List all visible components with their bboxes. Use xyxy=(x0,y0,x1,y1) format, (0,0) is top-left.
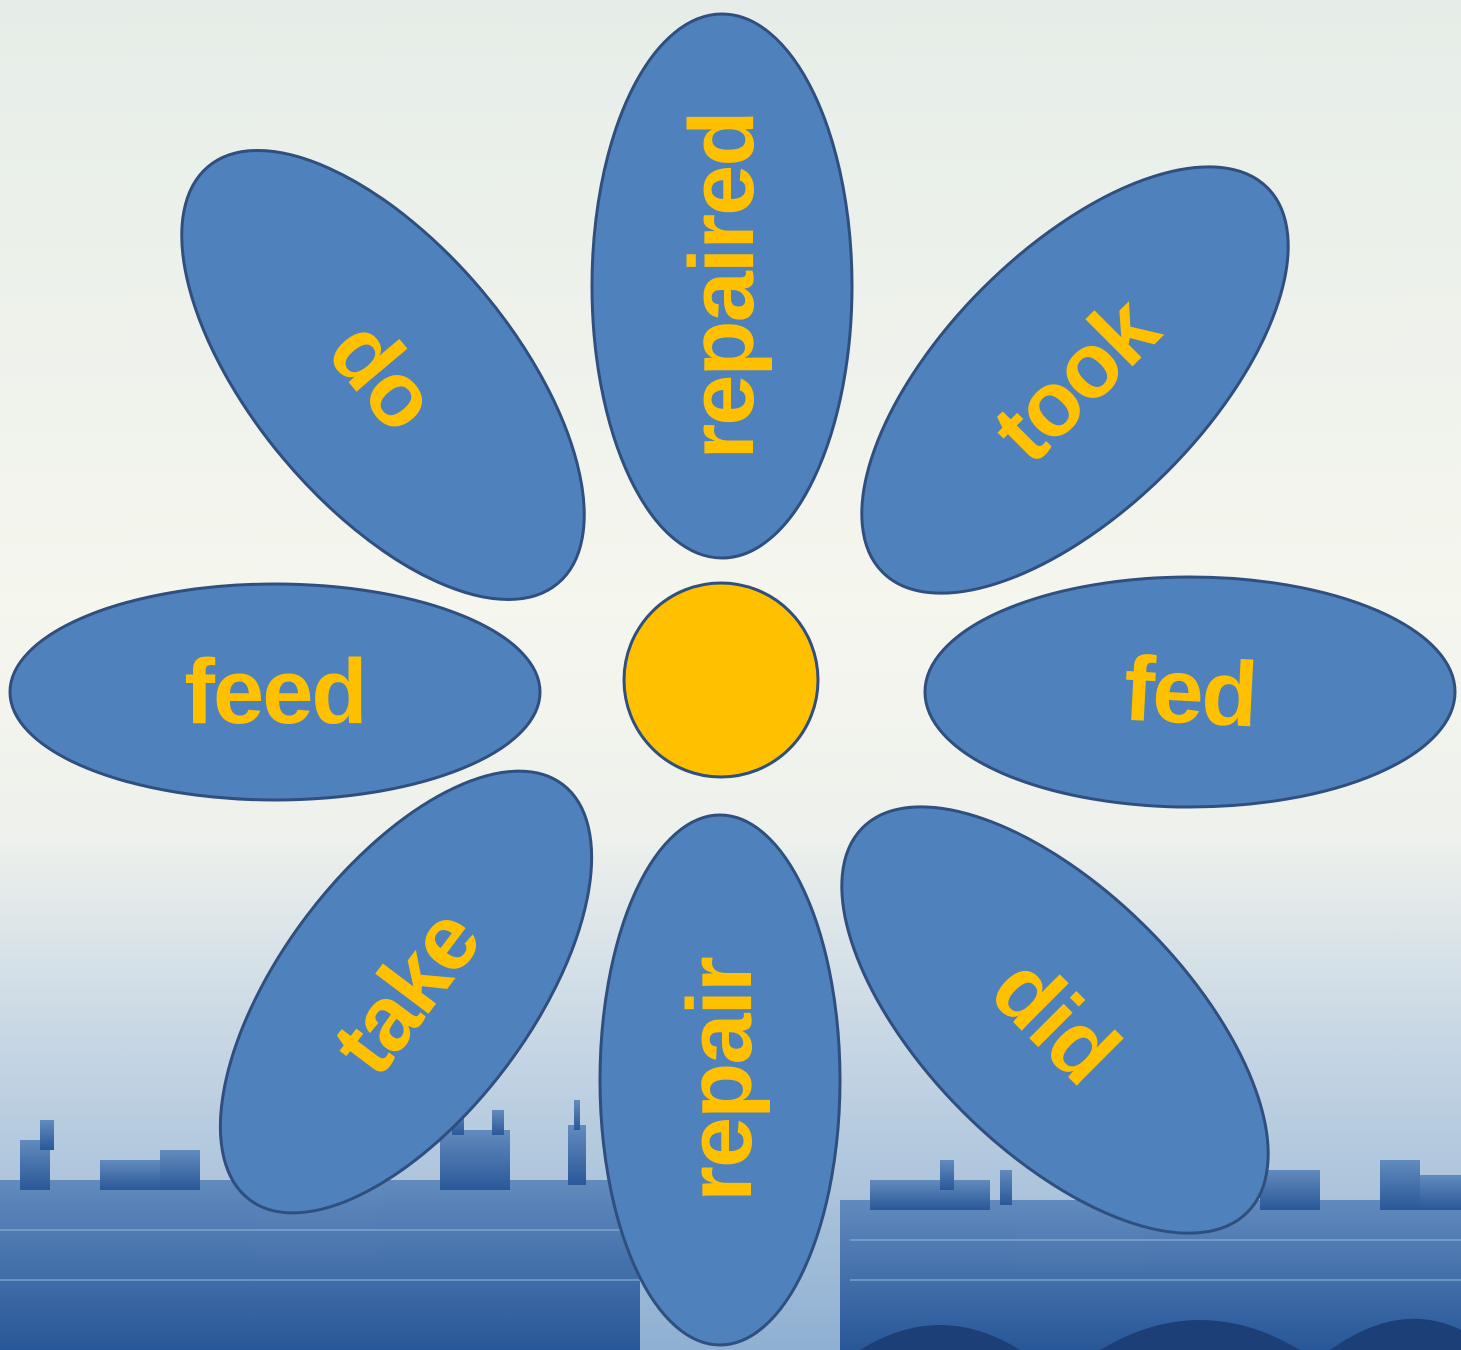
flower-center-circle xyxy=(622,581,820,779)
petal-left: feed xyxy=(8,582,542,802)
petal-bottom-right: did xyxy=(840,805,1270,1235)
petal-left-label: feed xyxy=(184,641,365,743)
bridge-arches xyxy=(860,1318,1461,1350)
petal-top-shape xyxy=(590,12,854,560)
petal-top: repaired xyxy=(590,12,854,560)
petal-top-left: do xyxy=(180,149,586,601)
petal-top-label: repaired xyxy=(671,112,773,459)
petal-bottom-left: take xyxy=(218,769,594,1215)
petal-top-left-shape xyxy=(180,149,586,601)
petal-right-shape xyxy=(923,575,1457,809)
petal-bottom: repair xyxy=(598,813,842,1347)
petal-bottom-shape xyxy=(598,813,842,1347)
petal-left-shape xyxy=(8,582,542,802)
petal-bottom-right-shape xyxy=(840,805,1270,1235)
petal-top-right: took xyxy=(860,165,1290,595)
petal-right: fed xyxy=(923,575,1457,809)
petal-bottom-left-shape xyxy=(218,769,594,1215)
petal-bottom-label: repair xyxy=(669,957,771,1202)
petal-right-label: fed xyxy=(1121,638,1258,747)
building-windows xyxy=(0,1229,1461,1281)
petal-top-right-shape xyxy=(860,165,1290,595)
